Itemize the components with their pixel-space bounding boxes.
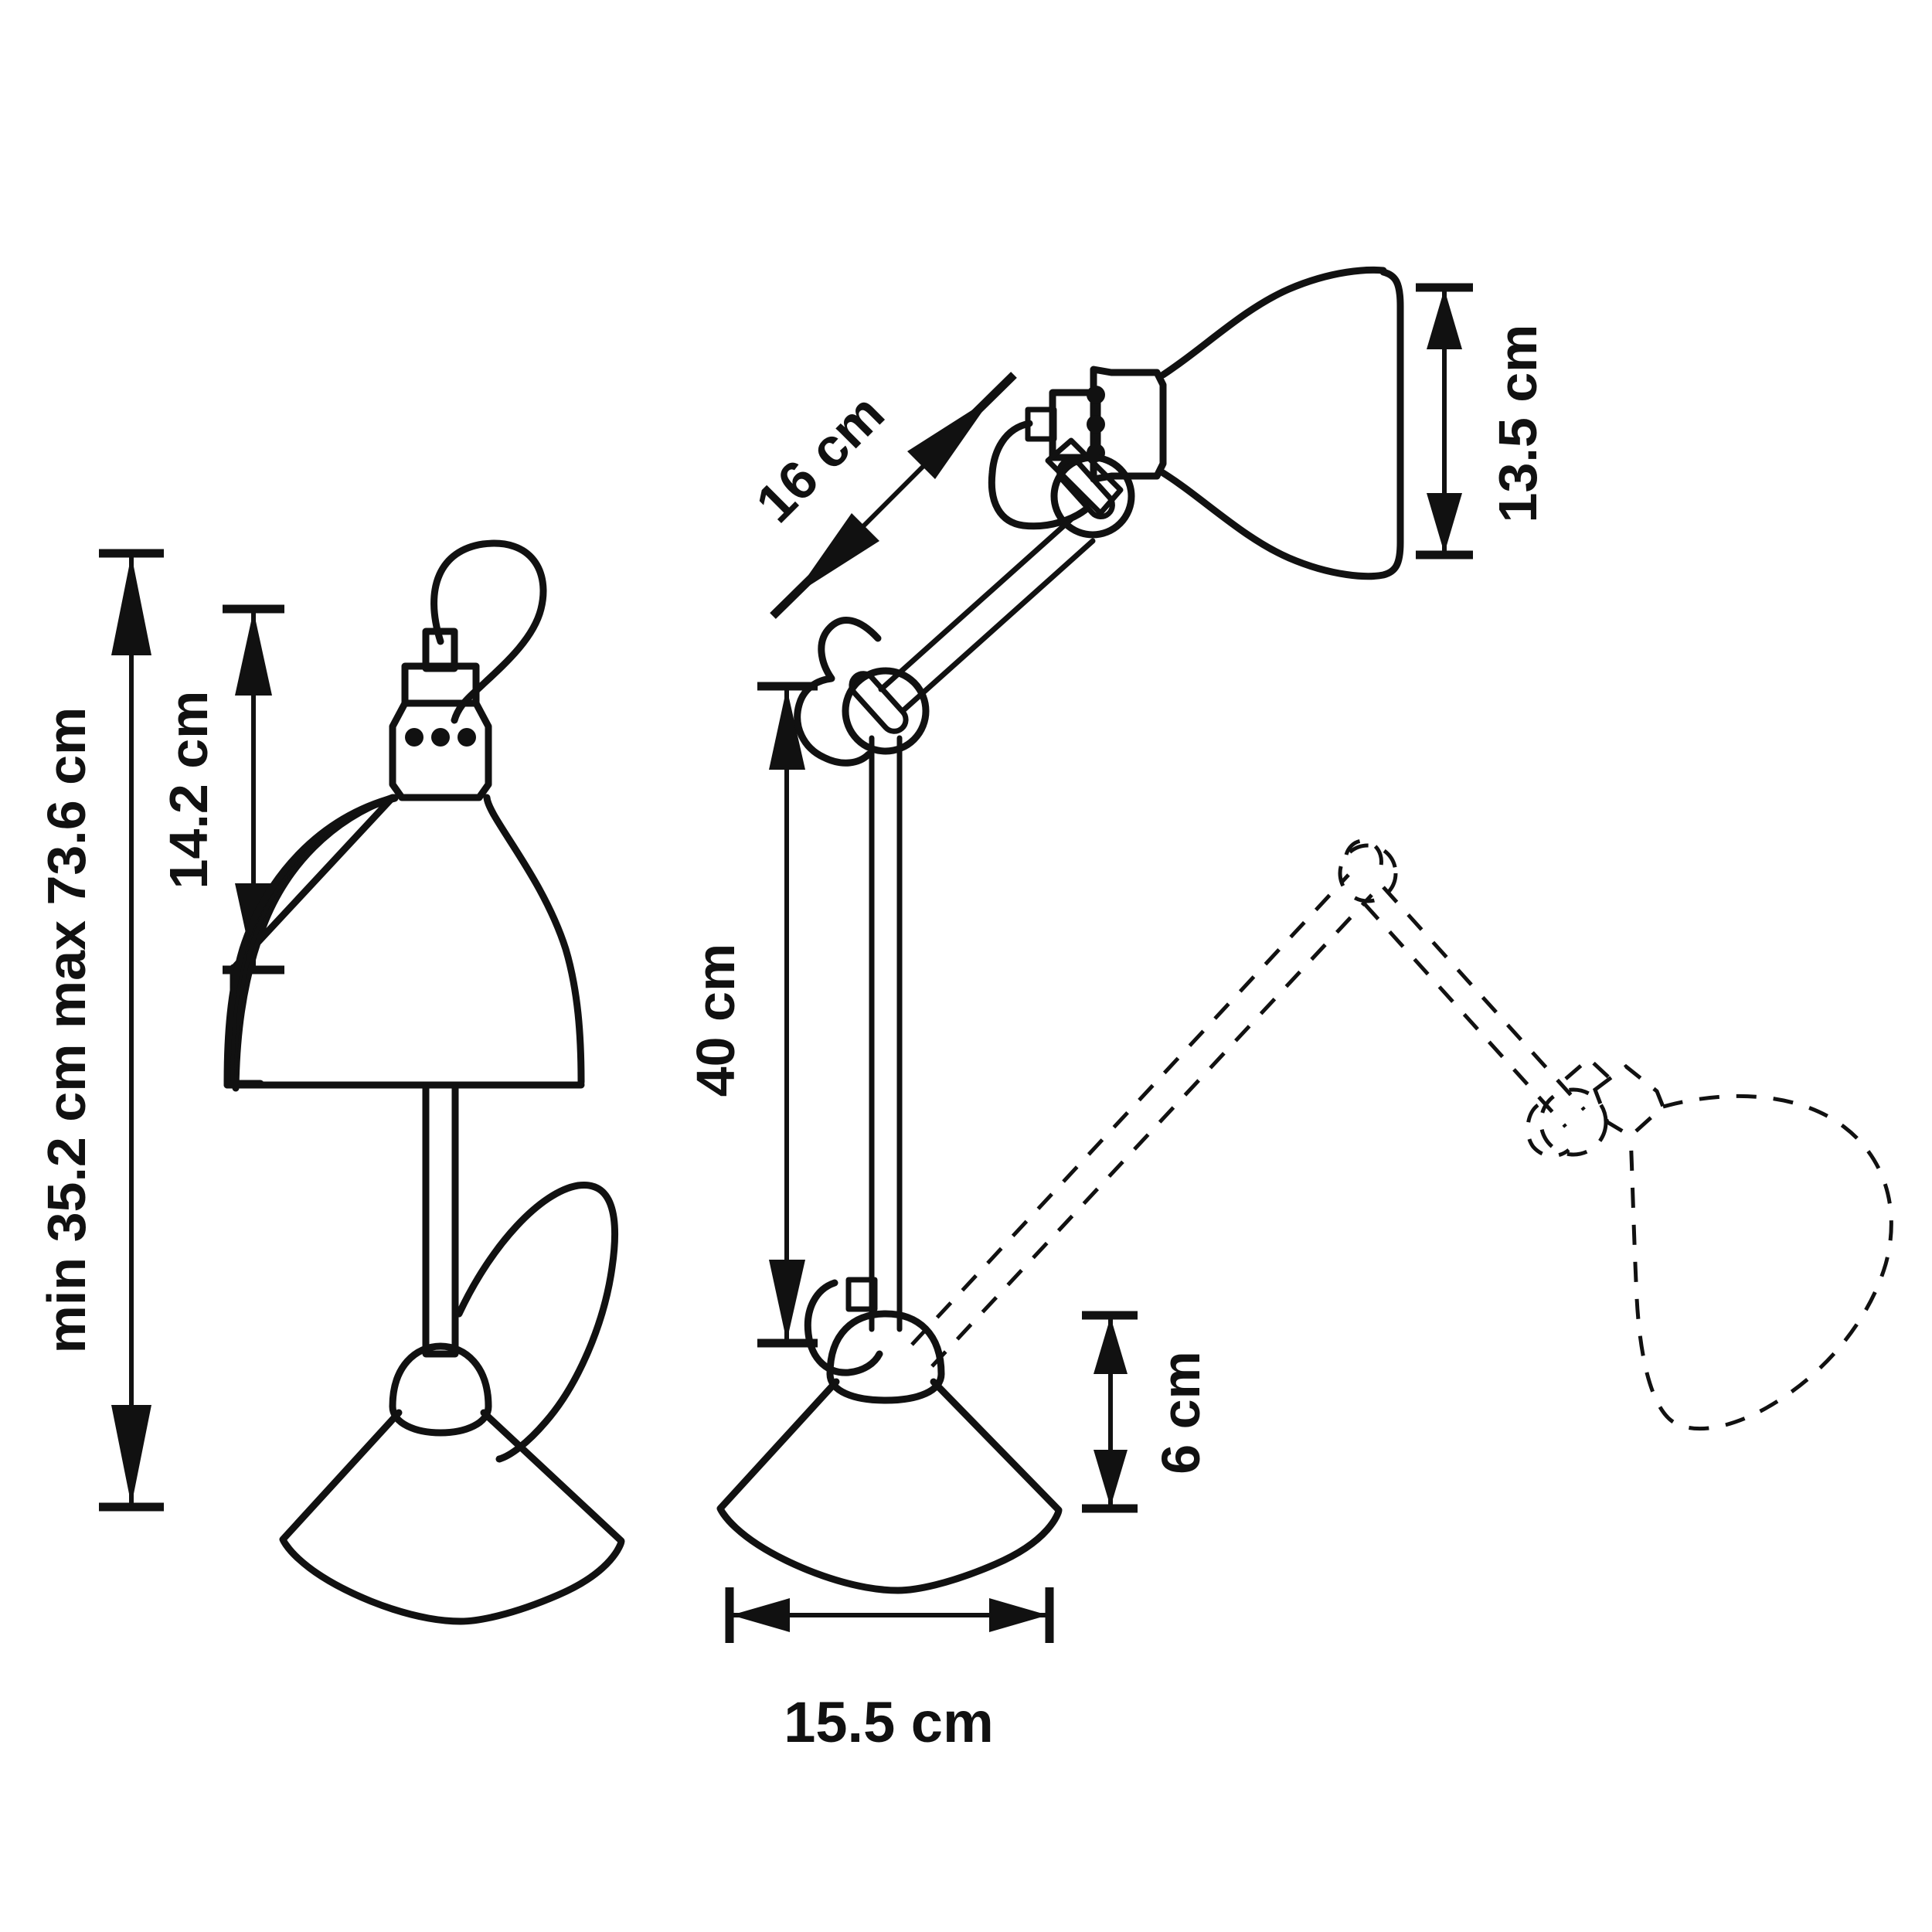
arrowhead-bottom <box>1094 1450 1128 1507</box>
dimension-label-lower-arm: 40 cm <box>685 944 746 1097</box>
upper-arm-edge-a <box>878 516 1074 692</box>
head-joint-lever <box>1045 437 1124 516</box>
base-spring-cover <box>804 1279 883 1376</box>
base-dome-joint-side <box>826 1310 945 1404</box>
arrowhead-lower <box>794 513 879 595</box>
elbow-joint-pivot <box>842 667 930 755</box>
dimension-lower-arm-length: 40 cm <box>685 682 818 1348</box>
swing-arm-outline <box>455 1181 619 1463</box>
lamp-base <box>279 1409 625 1625</box>
dimension-label-overall-height: min 35.2 cm max 73.6 cm <box>36 707 97 1354</box>
head-joint-pivot <box>1050 454 1135 539</box>
dimension-overall-height: min 35.2 cm max 73.6 cm <box>36 549 164 1512</box>
phantom-elbow-spring <box>1344 838 1383 869</box>
arrowhead-bottom <box>111 1405 151 1505</box>
side-view-lamp <box>716 266 1404 1594</box>
phantom-lower-arm-edge-a <box>910 873 1350 1346</box>
arrowhead-top <box>1094 1317 1128 1374</box>
lamp-stem <box>422 1081 459 1358</box>
dimension-label-base-height: 6 cm <box>1151 1351 1211 1475</box>
arrowhead-top <box>111 555 151 655</box>
elbow-spring-cover <box>794 617 882 767</box>
phantom-extended-position <box>910 838 1893 1431</box>
socket-vent-dot <box>431 728 450 747</box>
phantom-lamp-shade <box>1628 1094 1893 1431</box>
lamp-shade-side <box>1159 266 1404 580</box>
upper-arm-edge-b <box>900 538 1096 714</box>
arrowhead-top <box>1427 289 1462 349</box>
arrowhead-right <box>989 1598 1048 1632</box>
dimension-base-height: 6 cm <box>1082 1311 1211 1513</box>
socket-vent-dot <box>405 728 423 747</box>
dimension-shade-depth: 13.5 cm <box>1416 283 1548 560</box>
phantom-head-spring <box>1526 1103 1570 1158</box>
arrowhead-bottom <box>769 1260 805 1342</box>
base-dome-joint <box>389 1342 492 1437</box>
arrowhead-top <box>235 611 272 696</box>
phantom-socket-collar <box>1564 1056 1614 1082</box>
phantom-elbow-joint <box>1338 843 1398 903</box>
arrowhead-upper <box>907 397 992 479</box>
dimension-base-width: 15.5 cm <box>725 1587 1054 1754</box>
phantom-upper-arm-edge-b <box>1363 903 1567 1128</box>
front-view-lamp <box>223 539 625 1625</box>
head-joint-slot <box>1056 457 1115 520</box>
phantom-socket-housing <box>1592 1063 1665 1139</box>
arrowhead-left <box>731 1598 790 1632</box>
socket-vent-dot <box>457 728 476 747</box>
socket-housing-side <box>1090 366 1167 483</box>
dimension-label-base-width: 15.5 cm <box>784 1690 994 1754</box>
socket-housing <box>389 699 492 801</box>
dimension-label-shade-height: 14.2 cm <box>158 691 219 889</box>
phantom-lower-arm-edge-b <box>930 893 1373 1368</box>
head-spring-cover <box>988 420 1089 530</box>
arrowhead-bottom <box>1427 493 1462 553</box>
socket-vent-dot <box>1087 386 1105 404</box>
base-spring-stub <box>845 1277 878 1312</box>
dimension-label-shade-depth: 13.5 cm <box>1488 325 1548 523</box>
socket-vent-dot <box>1087 415 1105 434</box>
phantom-upper-arm-edge-a <box>1382 886 1586 1111</box>
lamp-base-side <box>716 1378 1063 1594</box>
elbow-joint-slot <box>849 671 909 734</box>
arrowhead-top <box>769 688 805 770</box>
